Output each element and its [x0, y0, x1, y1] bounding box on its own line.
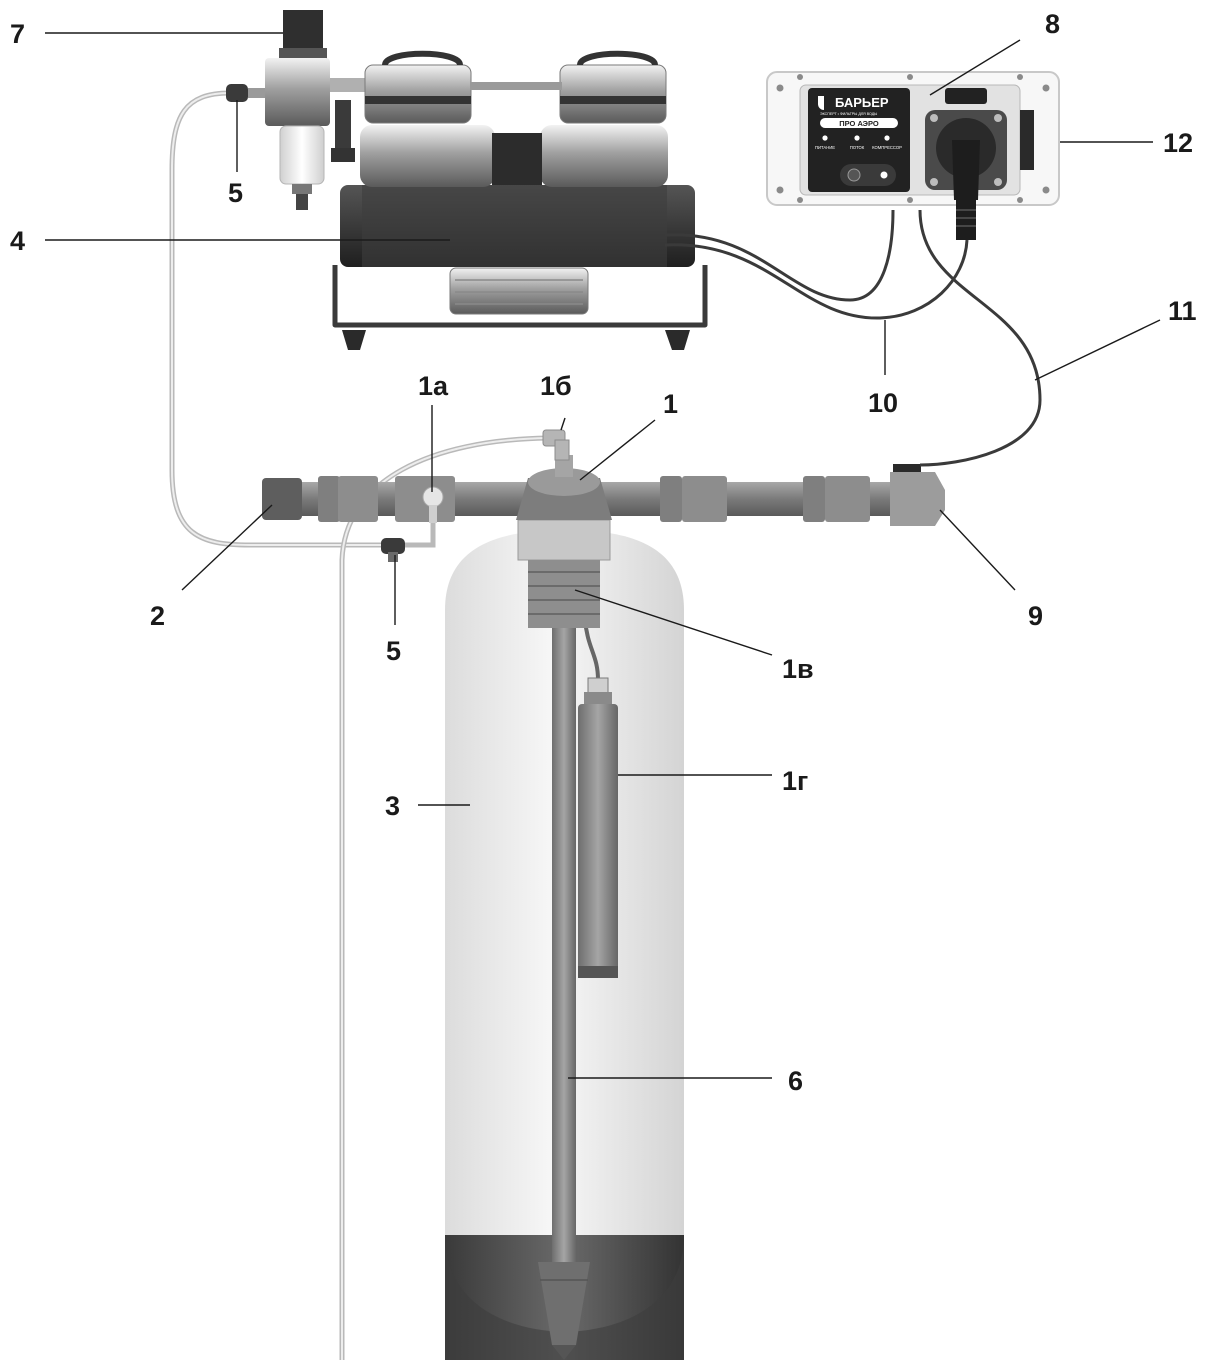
label-1v: 1в — [782, 654, 814, 684]
label-12: 12 — [1163, 128, 1193, 158]
compressor — [331, 50, 708, 350]
manifold-pipe — [262, 429, 945, 526]
label-9: 9 — [1028, 601, 1043, 631]
label-5-bottom: 5 — [386, 636, 401, 666]
indicator-compressor-led — [884, 135, 890, 141]
aeration-cartridge — [578, 619, 618, 978]
label-1: 1 — [663, 389, 678, 419]
power-cables — [664, 209, 1042, 467]
leader-lines — [45, 32, 1161, 1079]
indicator-flow-led — [854, 135, 860, 141]
label-1b: 1б — [540, 371, 572, 401]
label-4: 4 — [10, 226, 25, 256]
indicator-power-label: ПИТАНИЕ — [815, 145, 835, 150]
air-filter-regulator — [265, 10, 365, 210]
label-1g: 1г — [782, 766, 808, 796]
label-6: 6 — [788, 1066, 803, 1096]
riser-tube — [538, 625, 590, 1360]
control-head — [517, 519, 611, 628]
label-5-top: 5 — [228, 178, 243, 208]
panel-model: ПРО АЭРО — [839, 119, 879, 128]
indicator-power-led — [822, 135, 828, 141]
label-2: 2 — [150, 601, 165, 631]
panel-tagline: ЭКСПЕРТ • ФИЛЬТРЫ ДЛЯ ВОДЫ — [820, 112, 877, 116]
label-10: 10 — [868, 388, 898, 418]
brand-logo-icon — [818, 96, 824, 110]
control-unit: БАРЬЕР ЭКСПЕРТ • ФИЛЬТРЫ ДЛЯ ВОДЫ ПРО АЭ… — [766, 71, 1060, 240]
check-valve-top — [226, 84, 266, 102]
callout-labels: 7 5 4 8 12 11 10 1а 1б 1 2 5 9 1в 1г 3 6 — [10, 9, 1197, 1096]
label-1a: 1а — [418, 371, 449, 401]
label-8: 8 — [1045, 9, 1060, 39]
status-led-icon — [880, 171, 888, 179]
label-7: 7 — [10, 19, 25, 49]
indicator-flow-label: ПОТОК — [850, 145, 865, 150]
panel-brand: БАРЬЕР — [835, 95, 889, 110]
air-hoses — [169, 90, 549, 1360]
power-button-icon[interactable] — [847, 168, 861, 182]
check-valve-bottom — [381, 538, 405, 562]
label-3: 3 — [385, 791, 400, 821]
indicator-compressor-label: КОМПРЕССОР — [872, 145, 902, 150]
label-11: 11 — [1168, 296, 1197, 326]
